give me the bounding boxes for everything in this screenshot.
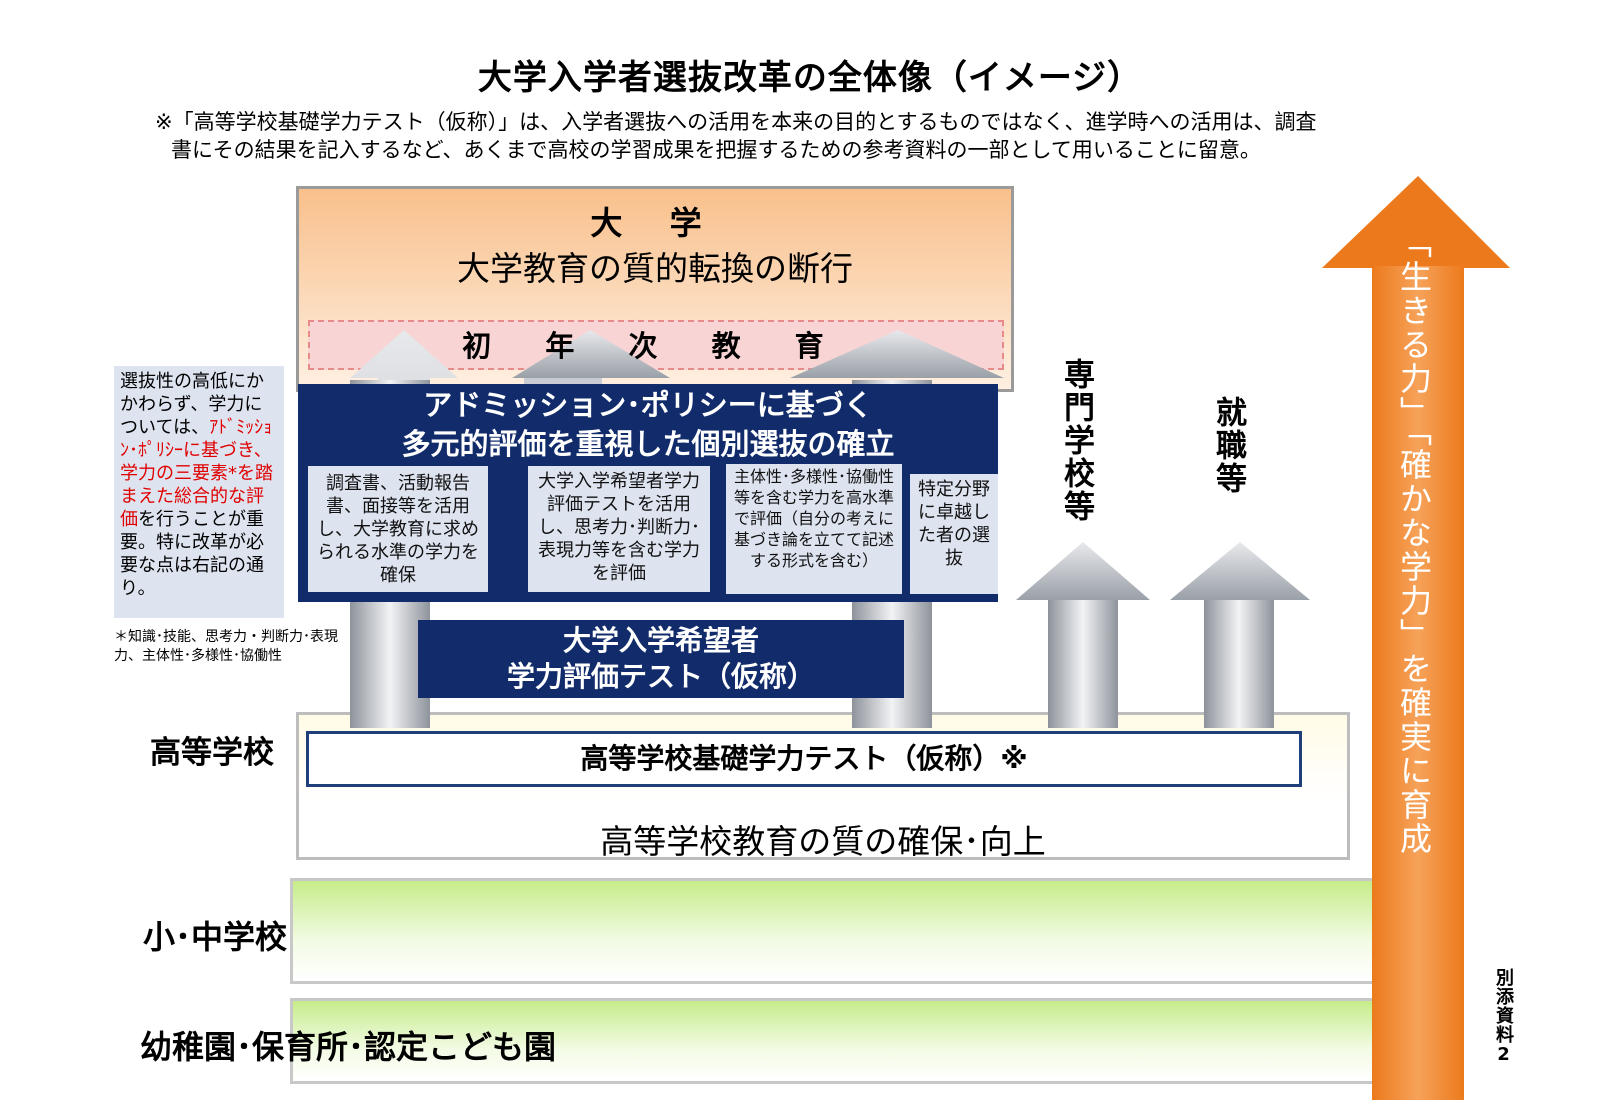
side-note-footnote: ＊知識･技能、思考力・判断力･表現力、主体性･多様性･協働性 (114, 629, 338, 664)
side-note-part-3: を行うことが重要。特に改革が必要な点は右記の通り。 (120, 509, 264, 599)
arrow-to-university-center (512, 330, 670, 384)
page-title: 大学入学者選抜改革の全体像（イメージ） (477, 58, 1143, 98)
high-school-label: 高等学校 (150, 735, 274, 771)
arrow-senmon (1016, 542, 1150, 728)
admission-policy-title-line-2: 多元的評価を重視した個別選抜の確立 (401, 427, 895, 461)
kindergarten-label: 幼稚園･保育所･認定こども園 (140, 1028, 557, 1066)
elementary-box (290, 878, 1380, 984)
side-note-part-1: 選抜性の高低にかかわらず、学力については、 (120, 371, 264, 438)
shushoku-label: 就職等 (1210, 396, 1246, 495)
high-school-basic-test: 高等学校基礎学力テスト（仮称）※ (306, 731, 1302, 787)
admission-cell-3: 主体性･多様性･協働性等を含む学力を高水準で評価（自分の考えに基づき論を立てて記… (726, 464, 902, 594)
side-note: 選抜性の高低にかかわらず、学力については、ｱﾄﾞﾐｯｼｮﾝ･ﾎﾟﾘｼｰに基づき、… (114, 366, 284, 618)
test-line-1: 大学入学希望者 (562, 624, 759, 657)
university-title: 大 学 (590, 204, 720, 242)
elementary-label: 小･中学校 (143, 918, 288, 956)
admission-cell-4: 特定分野に卓越した者の選抜 (910, 474, 998, 594)
first-year-education-label: 初 年 次 教 育 (462, 329, 846, 363)
high-school-quality-text: 高等学校教育の質の確保･向上 (600, 822, 1046, 861)
university-subtitle: 大学教育の質的転換の断行 (457, 249, 853, 288)
admission-cell-1: 調査書、活動報告書、面接等を活用し、大学教育に求められる水準の学力を確保 (308, 466, 488, 592)
senmon-label: 専門学校等 (1058, 358, 1094, 523)
arrow-ikiru-chikara (1322, 176, 1510, 1100)
note-line-1: ※「高等学校基礎学力テスト（仮称）」は、入学者選抜への活用を本来の目的とするもの… (155, 110, 1317, 134)
side-note-part-2: ｱﾄﾞﾐｯｼｮﾝ･ﾎﾟﾘｼｰに基づき、学力の三要素*を踏まえた総合的な評価 (120, 417, 273, 530)
ikiru-chikara-label: 「生きる力」「確かな学力」を確実に育成 (1395, 226, 1433, 856)
admission-policy-title: アドミッション･ポリシーに基づく 多元的評価を重視した個別選抜の確立 (298, 386, 998, 464)
attachment-label: 別添資料2 (1493, 968, 1514, 1066)
note-line-2: 書にその結果を記入するなど、あくまで高校の学習成果を把握するための参考資料の一部… (171, 138, 1261, 162)
admission-cell-2: 大学入学希望者学力評価テストを活用し、思考力･判断力･表現力等を含む学力を評価 (528, 466, 710, 592)
university-entrance-test-box: 大学入学希望者 学力評価テスト（仮称） (418, 620, 904, 698)
admission-policy-title-line-1: アドミッション･ポリシーに基づく (423, 388, 873, 422)
note-text: ※「高等学校基礎学力テスト（仮称）」は、入学者選抜への活用を本来の目的とするもの… (155, 108, 1485, 164)
test-line-2: 学力評価テスト（仮称） (506, 660, 815, 693)
arrow-shushoku (1170, 542, 1310, 728)
